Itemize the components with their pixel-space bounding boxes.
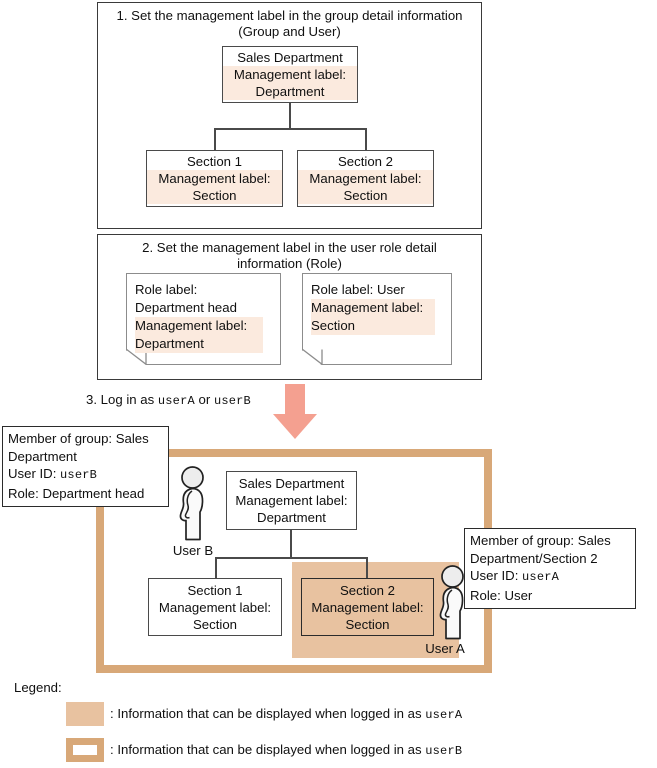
down-arrow-icon [273,384,317,439]
role-label-line2: Department head [135,300,237,315]
connector-vertical-left-step1 [214,128,216,150]
connector-horizontal-diagram [215,557,367,559]
step3-user-a: userA [157,394,195,408]
node-sales-department-step1: Sales Department Management label: Depar… [222,46,358,103]
node-label-value: Section [193,616,237,632]
legend-text-prefix: : Information that can be displayed when… [110,706,426,721]
callout-userid-key: User ID: [470,568,523,583]
node-section-1-step1: Section 1 Management label: Section [146,150,283,207]
node-label-key: Management label: [298,170,433,187]
person-user-a-caption: User A [425,641,465,656]
step2-title: 2. Set the management label in the user … [142,240,437,271]
step3-prefix: 3. Log in as [86,392,158,407]
node-name: Section 1 [187,582,243,598]
step3-conjunction: or [194,392,214,407]
legend-text-userb: : Information that can be displayed when… [110,742,462,758]
node-label-key: Management label: [158,599,272,615]
management-label-value: Section [311,317,436,335]
callout-line-1: Member of group: Sales [8,431,149,446]
node-section-2-step1: Section 2 Management label: Section [297,150,434,207]
management-label-key: Management label: [135,317,264,335]
legend-text-prefix: : Information that can be displayed when… [110,742,426,757]
node-sales-department-diagram: Sales Department Management label: Depar… [226,471,357,530]
callout-line-3: User ID: userA [470,567,630,587]
card-fold-icon [126,348,147,365]
node-label-value: Section [345,616,390,632]
legend-swatch-filled [66,702,104,726]
node-label-value: Section [298,187,433,204]
connector-vertical-left-diagram [215,557,217,579]
management-label-value: Department [135,335,264,353]
callout-user-a: Member of group: Sales Department/Sectio… [464,528,636,609]
connector-vertical-right-step1 [365,128,367,150]
role-label-line1: Role label: User [311,282,405,297]
callout-line-3: User ID: userB [8,465,163,485]
legend-user-b: userB [425,744,463,758]
legend-heading: Legend: [14,680,62,695]
card-text: Role label: Department head Management l… [126,273,281,353]
callout-line-4: Role: Department head [8,485,145,501]
callout-userid-value: userA [522,570,560,584]
node-label-key: Management label: [223,66,357,83]
node-name: Section 2 [340,582,395,598]
person-icon [179,466,204,541]
role-card-department-head: Role label: Department head Management l… [126,273,281,365]
step3-login-text: 3. Log in as userA or userB [86,392,251,408]
node-section-2-diagram: Section 2 Management label: Section [301,578,434,636]
callout-line-2: Department/Section 2 [470,550,598,566]
node-name: Sales Department [238,476,345,491]
connector-vertical-root-step1 [289,103,291,129]
step3-user-b: userB [213,394,251,408]
card-fold-icon [302,348,323,365]
connector-horizontal-step1 [214,128,366,130]
card-text: Role label: User Management label: Secti… [302,273,452,335]
person-icon [439,565,464,640]
person-user-b-caption: User B [172,543,214,558]
callout-line-1: Member of group: Sales [470,533,611,548]
callout-userid-key: User ID: [8,466,61,481]
person-user-a [430,565,476,643]
callout-userid-value: userB [60,468,98,482]
node-label-value: Section [147,187,282,204]
management-label-key: Management label: [311,299,436,317]
legend-text-usera: : Information that can be displayed when… [110,706,462,722]
callout-line-2: Department [8,448,77,464]
legend-user-a: userA [425,708,463,722]
role-card-user: Role label: User Management label: Secti… [302,273,452,365]
node-label-key: Management label: [235,493,348,508]
node-name: Sales Department [237,50,343,65]
node-label-value: Department [223,83,357,100]
node-label-key: Management label: [311,599,424,615]
callout-line-4: Role: User [470,587,533,603]
step1-title: 1. Set the management label in the group… [116,8,463,39]
node-label-key: Management label: [147,170,282,187]
connector-vertical-root-diagram [290,530,292,558]
legend-swatch-outlined [66,738,104,762]
node-section-1-diagram: Section 1 Management label: Section [148,578,282,636]
role-label-line1: Role label: [135,282,198,297]
person-user-b [170,466,216,544]
node-name: Section 1 [187,154,242,169]
callout-user-b: Member of group: Sales Department User I… [2,426,169,507]
node-name: Section 2 [338,154,393,169]
connector-vertical-right-diagram [366,557,368,579]
node-label-value: Department [257,510,326,525]
